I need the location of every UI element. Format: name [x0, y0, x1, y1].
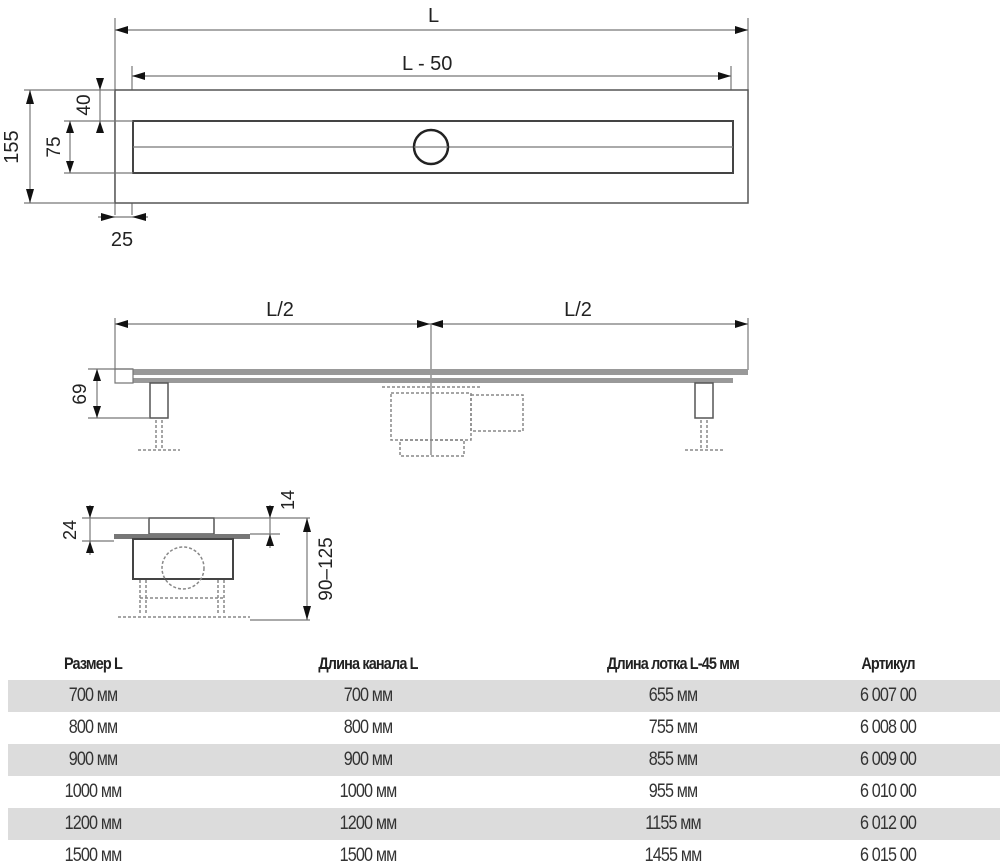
table-row: 1000 мм 1000 мм 955 мм 6 010 00 — [8, 776, 1000, 808]
cell-channel-length: 1200 мм — [339, 813, 398, 834]
header-size: Размер L — [63, 654, 123, 673]
label-half-right: L/2 — [564, 299, 592, 321]
label-L: L — [428, 5, 439, 27]
label-155: 155 — [1, 130, 23, 163]
cell-article: 6 010 00 — [859, 781, 917, 802]
cell-channel-length: 800 мм — [343, 717, 393, 738]
cell-tray-length: 1155 мм — [645, 813, 701, 834]
label-half-left: L/2 — [266, 299, 294, 321]
cell-size: 1000 мм — [64, 781, 123, 802]
cell-size: 1200 мм — [64, 813, 123, 834]
cross-section: 24 14 90–125 — [60, 490, 337, 621]
header-channel-length: Длина канала L — [318, 654, 418, 673]
header-article: Артикул — [861, 654, 915, 673]
cell-size: 900 мм — [68, 749, 118, 770]
cell-size: 800 мм — [68, 717, 118, 738]
cell-tray-length: 755 мм — [648, 717, 698, 738]
cell-tray-length: 855 мм — [648, 749, 698, 770]
product-size-table: Размер L Длина канала L Длина лотка L-45… — [8, 648, 1000, 864]
cell-channel-length: 1000 мм — [339, 781, 398, 802]
top-view: L L - 50 155 40 75 25 — [1, 5, 749, 251]
cell-article: 6 007 00 — [859, 685, 917, 706]
label-90-125: 90–125 — [316, 537, 337, 600]
label-L-50: L - 50 — [402, 53, 452, 75]
technical-drawing: L L - 50 155 40 75 25 L/2 — [1, 5, 749, 621]
side-view: L/2 L/2 69 — [70, 299, 749, 457]
label-24: 24 — [60, 520, 80, 540]
table-row: 800 мм 800 мм 755 мм 6 008 00 — [8, 712, 1000, 744]
label-40: 40 — [74, 94, 95, 115]
channel-side — [133, 369, 748, 375]
cell-size: 1500 мм — [64, 845, 123, 864]
cell-article: 6 008 00 — [859, 717, 917, 738]
table-row: 1500 мм 1500 мм 1455 мм 6 015 00 — [8, 840, 1000, 864]
cell-tray-length: 955 мм — [648, 781, 698, 802]
cell-tray-length: 1455 мм — [644, 845, 703, 864]
label-75: 75 — [44, 136, 65, 157]
header-tray-length: Длина лотка L-45 мм — [607, 654, 740, 673]
table-row: 1200 мм 1200 мм 1155 мм 6 012 00 — [8, 808, 1000, 840]
table-header: Размер L Длина канала L Длина лотка L-45… — [8, 648, 1000, 680]
cell-tray-length: 655 мм — [648, 685, 698, 706]
cell-channel-length: 900 мм — [343, 749, 393, 770]
cell-article: 6 012 00 — [859, 813, 917, 834]
cell-article: 6 009 00 — [859, 749, 917, 770]
grate-section — [148, 517, 215, 535]
cell-article: 6 015 00 — [859, 845, 917, 864]
label-69: 69 — [70, 383, 91, 404]
support-foot-right — [694, 382, 714, 419]
label-14: 14 — [278, 490, 298, 510]
cell-size: 700 мм — [68, 685, 118, 706]
cell-channel-length: 700 мм — [343, 685, 393, 706]
cell-channel-length: 1500 мм — [339, 845, 398, 864]
label-25: 25 — [111, 229, 133, 251]
support-foot-left — [149, 382, 169, 419]
table-row: 700 мм 700 мм 655 мм 6 007 00 — [8, 680, 1000, 712]
table-row: 900 мм 900 мм 855 мм 6 009 00 — [8, 744, 1000, 776]
